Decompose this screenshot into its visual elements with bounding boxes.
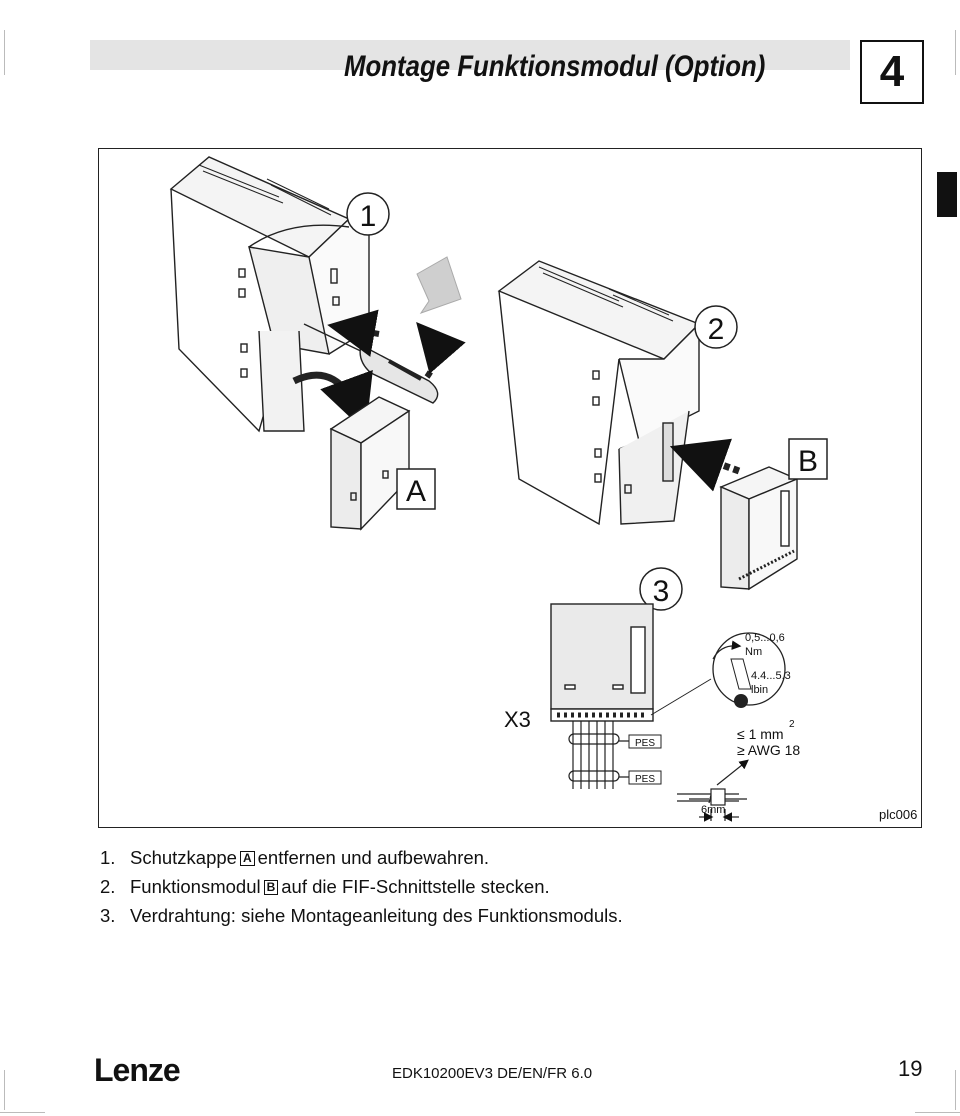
device-step1 xyxy=(169,156,370,433)
document-id: EDK10200EV3 DE/EN/FR 6.0 xyxy=(392,1065,593,1082)
wire-size-awg: ≥ AWG 18 xyxy=(737,742,800,758)
step-3-number: 3 xyxy=(653,575,670,608)
rotate-arrow xyxy=(416,321,466,379)
page-number: 19 xyxy=(898,1056,923,1081)
connector-label: X3 xyxy=(504,707,531,732)
wires xyxy=(568,721,629,789)
function-module xyxy=(719,466,799,591)
step-2-marker xyxy=(694,305,738,349)
key-label: A xyxy=(239,851,255,866)
pes-tag-1 xyxy=(628,734,662,749)
terminal-module xyxy=(550,603,654,722)
brand-logo: Lenze xyxy=(94,1052,181,1088)
device-step2 xyxy=(497,260,701,526)
pes-tag-2 xyxy=(628,770,662,785)
detail-leader xyxy=(650,678,712,716)
installation-drawing: 1 A xyxy=(169,156,828,822)
strip-length: 6mm xyxy=(701,804,725,816)
label-a-box xyxy=(396,468,436,510)
header-bar xyxy=(90,40,850,70)
torque-lbin-unit: lbin xyxy=(751,684,768,696)
label-a: A xyxy=(406,475,426,508)
torque-nm-unit: Nm xyxy=(745,646,762,658)
step-1-number: 1 xyxy=(360,200,377,233)
protective-cap xyxy=(329,396,411,531)
step-number: 3. xyxy=(100,905,116,926)
step-number: 2. xyxy=(100,876,116,897)
step-1-marker xyxy=(346,192,390,236)
step-text: Verdrahtung: siehe Montageanleitung des … xyxy=(130,905,623,926)
step-text: auf die FIF-Schnittstelle stecken. xyxy=(281,876,550,897)
chapter-edge-tab xyxy=(937,172,957,217)
page-title: Montage Funktionsmodul (Option) xyxy=(344,50,766,83)
wire-size-exp: 2 xyxy=(789,719,795,730)
step-2-number: 2 xyxy=(708,313,725,346)
wire-size-max: ≤ 1 mm xyxy=(737,726,784,742)
plug-in-arrow xyxy=(669,438,741,492)
sequence-arrow xyxy=(416,256,462,314)
crop-mark xyxy=(955,30,956,75)
step-3-marker xyxy=(639,567,683,611)
step-text: Schutzkappe xyxy=(130,847,237,868)
torque-nm: 0,5...0,6 xyxy=(745,632,785,644)
pes-label-2: PES xyxy=(635,774,655,785)
pes-label-1: PES xyxy=(635,738,655,749)
crop-mark xyxy=(915,1112,960,1113)
crop-mark xyxy=(0,1112,45,1113)
key-label: B xyxy=(263,880,279,895)
chapter-number: 4 xyxy=(860,40,924,104)
screw-detail xyxy=(712,632,786,706)
screw-head-icon xyxy=(734,694,748,708)
crop-mark xyxy=(4,1070,5,1110)
step-text: entfernen und aufbewahren. xyxy=(257,847,490,868)
figure-id: plc006 xyxy=(879,807,918,822)
step-text: Funktionsmodul xyxy=(130,876,261,897)
step-number: 1. xyxy=(100,847,116,868)
label-b: B xyxy=(798,445,818,478)
torque-lbin: 4.4...5.3 xyxy=(751,670,791,682)
label-b-box xyxy=(788,438,828,480)
torque-arrow-icon xyxy=(712,640,742,660)
remove-arrow xyxy=(292,369,373,433)
crop-mark xyxy=(955,1070,956,1110)
crop-mark xyxy=(4,30,5,75)
installation-figure: 1 A xyxy=(98,148,922,828)
stripped-wire xyxy=(677,759,749,822)
insert-arrow xyxy=(327,309,380,357)
